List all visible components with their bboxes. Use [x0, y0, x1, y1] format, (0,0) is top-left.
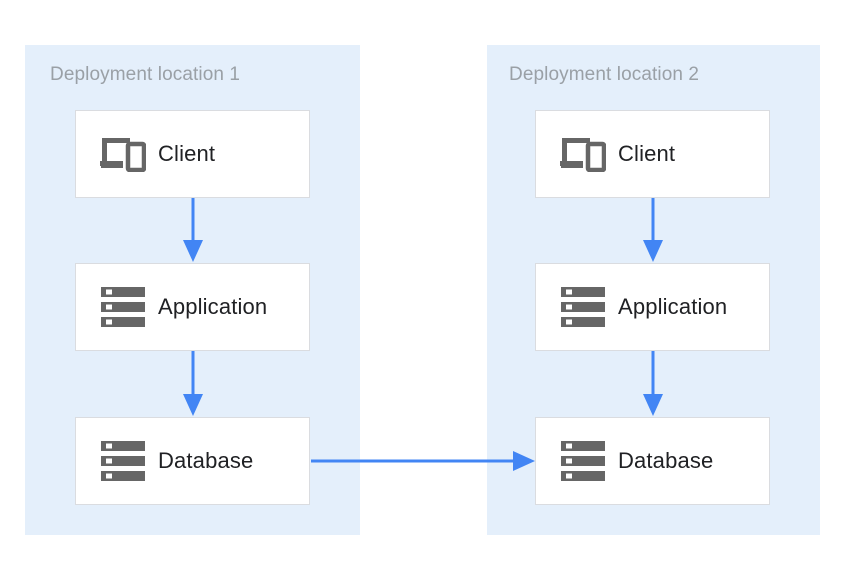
node-database-1[interactable]: Database — [75, 417, 310, 505]
node-client-2-label: Client — [618, 141, 676, 166]
node-client-1[interactable]: Client — [75, 110, 310, 198]
devices-icon — [88, 136, 158, 172]
server-icon — [88, 287, 158, 327]
node-client-2[interactable]: Client — [535, 110, 770, 198]
node-application-1[interactable]: Application — [75, 263, 310, 351]
server-icon — [548, 441, 618, 481]
node-database-1-label: Database — [158, 448, 254, 473]
node-application-1-label: Application — [158, 294, 268, 319]
node-application-2-label: Application — [618, 294, 728, 319]
deployment-zone-1-label: Deployment location 1 — [50, 64, 241, 85]
server-icon — [548, 287, 618, 327]
node-database-2[interactable]: Database — [535, 417, 770, 505]
node-database-2-label: Database — [618, 448, 714, 473]
server-icon — [88, 441, 158, 481]
deployment-zone-2-label: Deployment location 2 — [509, 64, 700, 85]
node-application-2[interactable]: Application — [535, 263, 770, 351]
devices-icon — [548, 136, 618, 172]
node-client-1-label: Client — [158, 141, 216, 166]
